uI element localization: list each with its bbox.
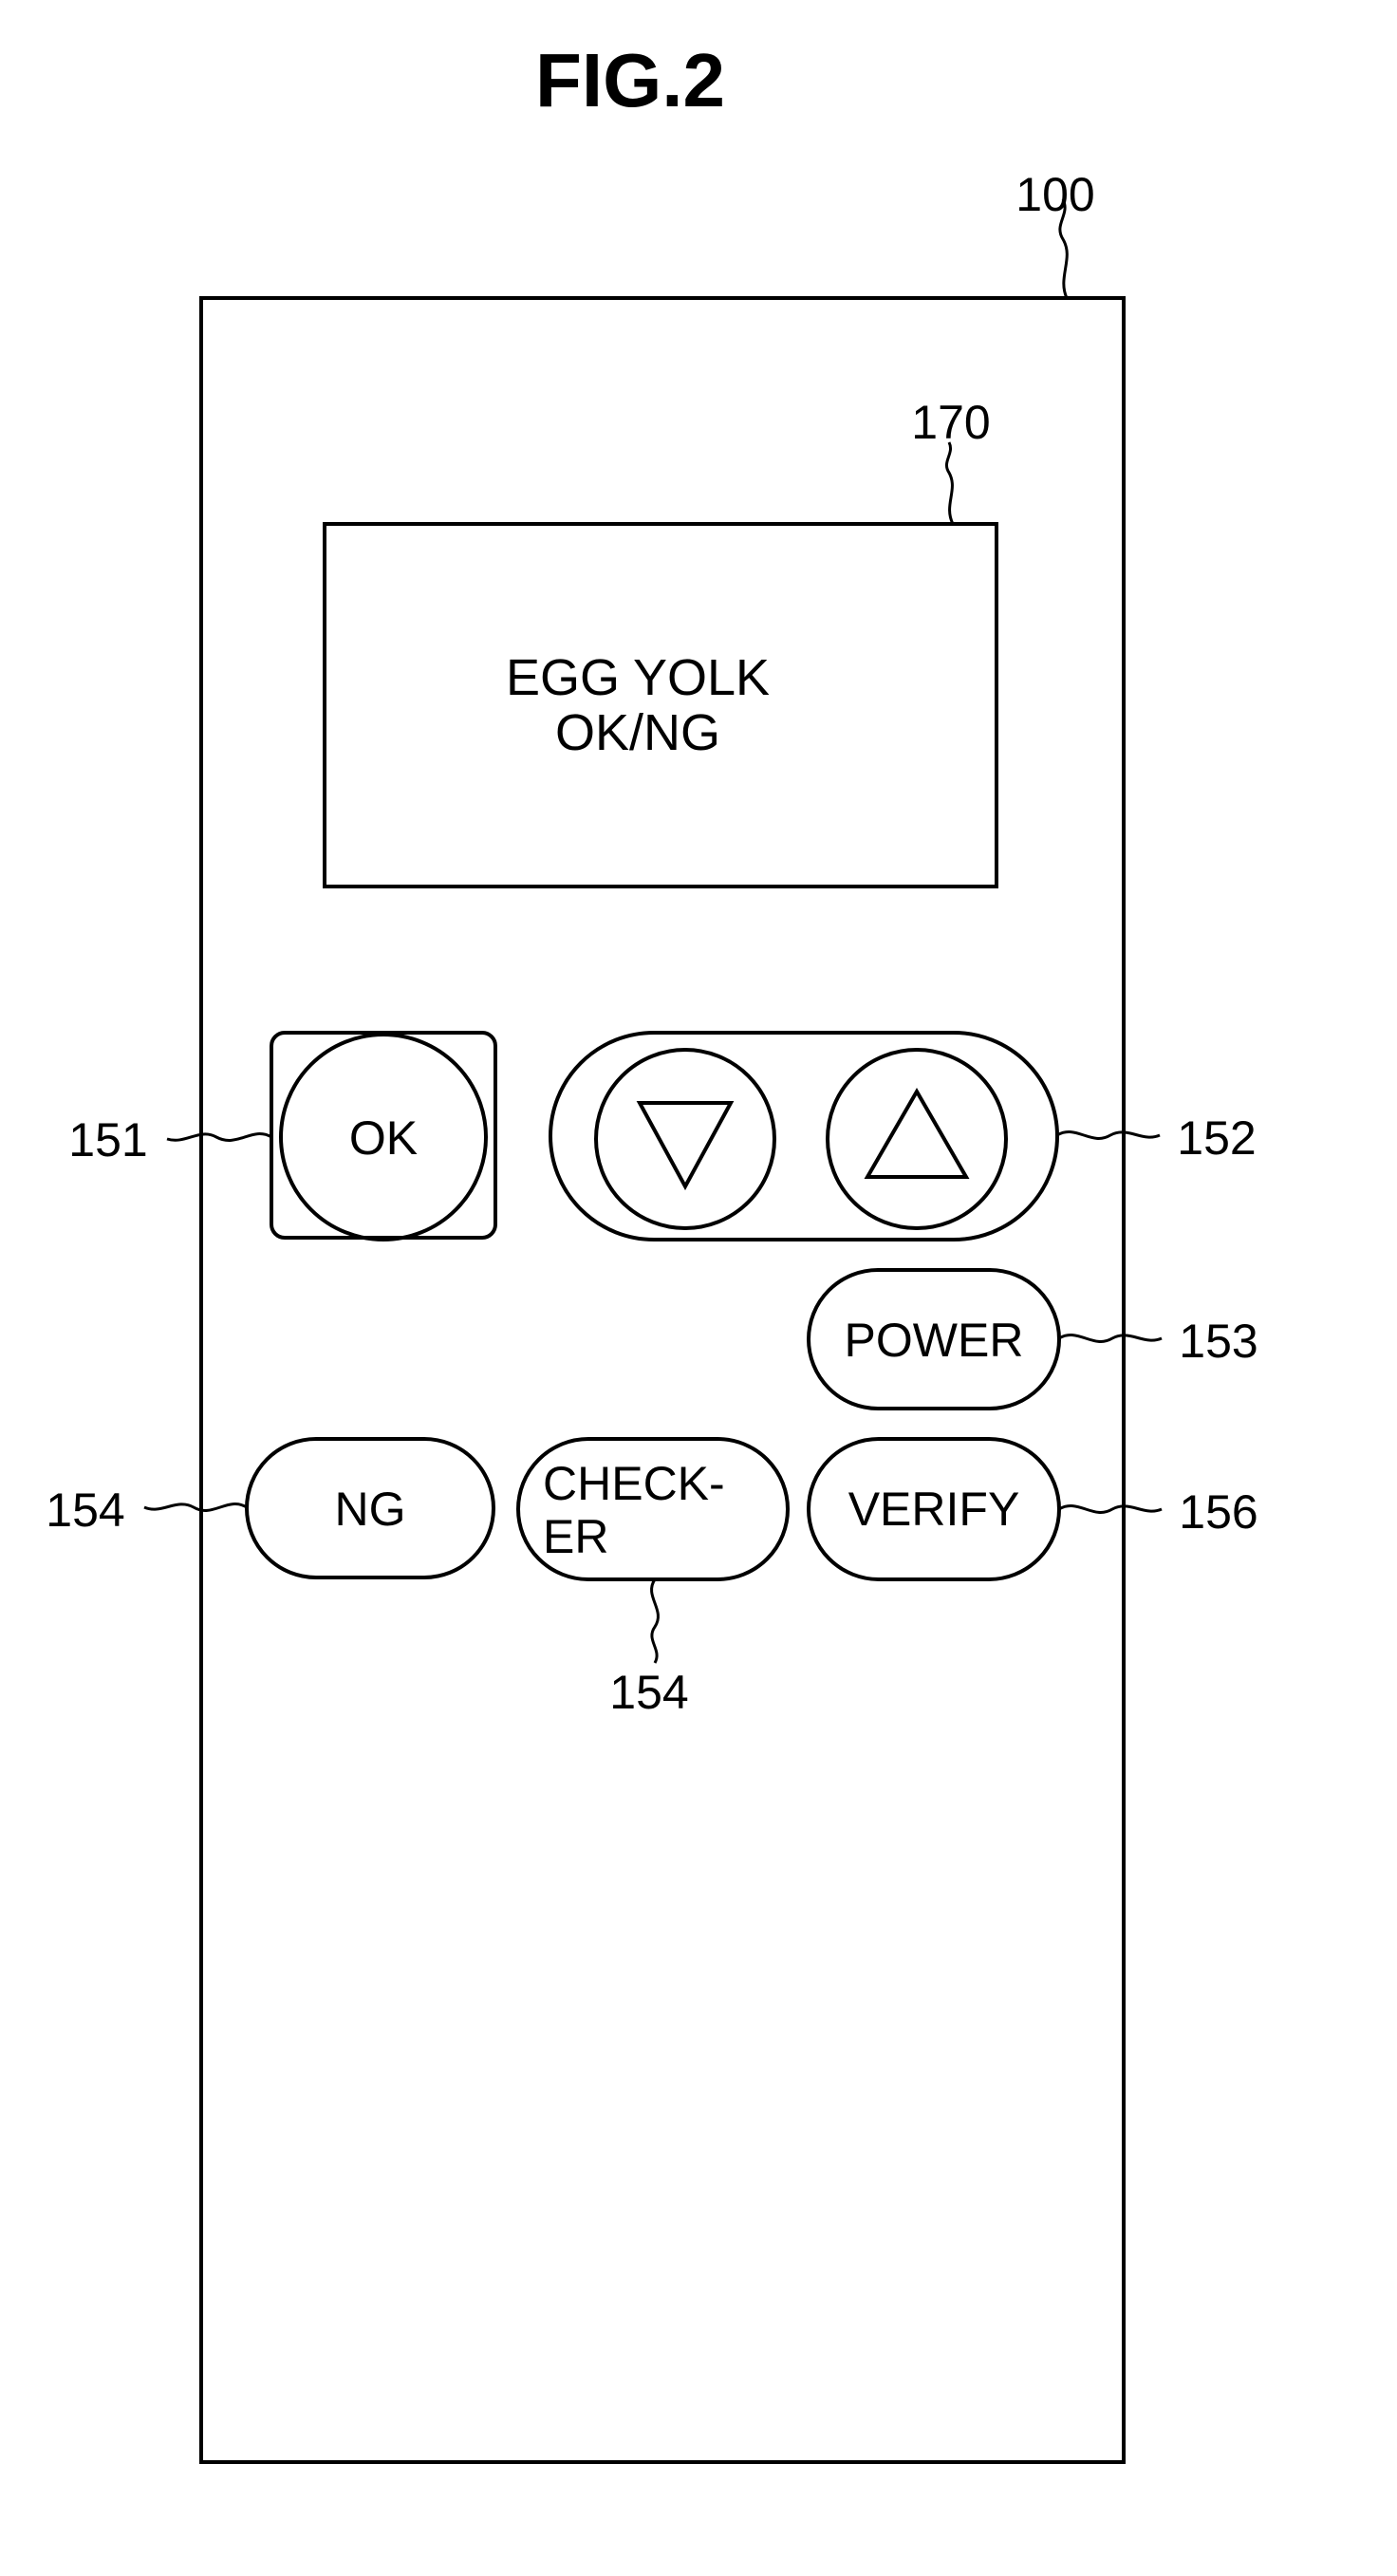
checker-button-label-line-2: ER [543,1510,608,1563]
ok-button-label: OK [349,1111,418,1165]
ng-button-label: NG [335,1483,406,1536]
checker-button[interactable]: CHECK- ER [518,1439,788,1579]
leader-line-display [946,442,953,524]
up-triangle-icon [867,1092,966,1177]
down-triangle-icon [640,1103,731,1186]
up-arrow-button[interactable] [828,1050,1006,1228]
verify-button-label: VERIFY [848,1483,1020,1536]
power-button-label: POWER [845,1314,1024,1367]
verify-button[interactable]: VERIFY [809,1439,1059,1579]
ref-label-power: 153 [1179,1315,1257,1368]
ng-button[interactable]: NG [247,1439,494,1577]
ref-label-display: 170 [911,396,990,449]
display-text-line-1: EGG YOLK [506,649,770,706]
ref-label-arrows: 152 [1177,1111,1256,1165]
leader-line-arrows [1057,1132,1160,1139]
ref-label-verify: 156 [1179,1485,1257,1539]
leader-line-ok [167,1134,271,1141]
ref-label-checker: 154 [609,1666,688,1719]
leader-line-checker [652,1579,659,1663]
display-text-line-2: OK/NG [555,704,720,761]
leader-line-power [1059,1335,1162,1342]
leader-line-ng [144,1504,247,1511]
checker-button-label-line-1: CHECK- [543,1457,725,1510]
arrow-buttons-group [550,1033,1057,1240]
power-button[interactable]: POWER [809,1270,1059,1409]
leader-line-verify [1059,1506,1162,1513]
ref-label-ok: 151 [68,1113,147,1167]
ref-label-device: 100 [1015,168,1094,221]
display-screen: EGG YOLK OK/NG 170 [325,396,997,887]
figure-title: FIG.2 [535,38,725,122]
down-arrow-button[interactable] [596,1050,774,1228]
ref-label-ng: 154 [46,1484,124,1537]
ok-button[interactable]: OK [271,1033,495,1240]
